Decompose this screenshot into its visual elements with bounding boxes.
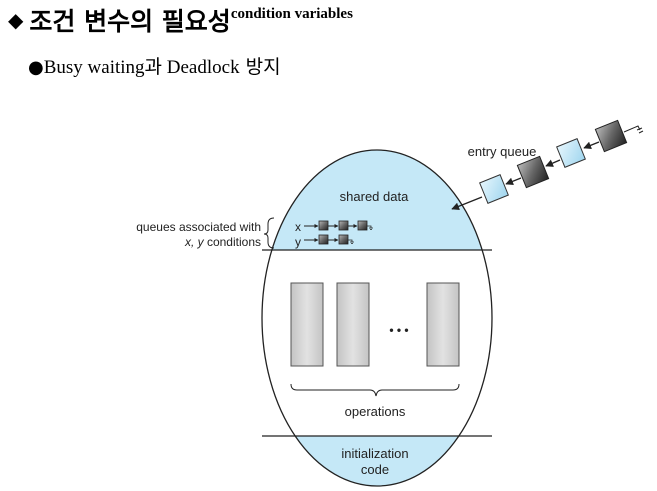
queue-y-node-2: [338, 234, 349, 245]
slide-title: ◆조건 변수의 필요성condition variables: [8, 2, 353, 38]
bullet-text-busy-waiting: Busy waiting: [43, 57, 145, 78]
entry-arrow-into-monitor: [451, 196, 483, 211]
queue-x-null-icon: [367, 225, 373, 230]
queues-label-line2: x, y conditions: [184, 235, 261, 249]
bullet-text-deadlock: Deadlock: [162, 57, 240, 78]
queues-label-line1: queues associated with: [136, 220, 261, 234]
operations-label: operations: [345, 404, 406, 419]
operation-box-1: [290, 282, 324, 367]
monitor-outline: [261, 149, 493, 487]
queues-label-vars: x, y: [184, 235, 205, 249]
entry-node-1: [479, 174, 509, 204]
round-bullet-icon: ●: [28, 57, 44, 78]
entry-node-2: [516, 155, 550, 189]
bullet-point: ●Busy waiting과 Deadlock 방지: [28, 52, 281, 79]
queue-x-node-1: [318, 220, 329, 231]
title-main-text: 조건 변수의 필요성: [29, 7, 231, 36]
title-subtitle: condition variables: [230, 6, 353, 22]
operations-brace: [290, 383, 460, 397]
operation-box-3: [426, 282, 460, 367]
entry-queue: [451, 119, 644, 211]
operation-box-2: [336, 282, 370, 367]
entry-node-4: [594, 119, 628, 153]
bullet-text-and: 과: [144, 56, 163, 78]
operations-ellipsis: • • •: [389, 323, 408, 337]
entry-arrow-3: [583, 141, 600, 150]
shared-data-label: shared data: [340, 189, 409, 204]
queue-x-label: x: [295, 220, 301, 234]
init-label-line2: code: [361, 462, 389, 477]
condition-queue-x: [304, 220, 373, 231]
entry-node-3: [556, 138, 586, 168]
queue-y-node-1: [318, 234, 329, 245]
condition-queue-y: [304, 234, 354, 245]
bullet-text-prevention: 방지: [239, 56, 281, 78]
diamond-bullet-icon: ◆: [8, 8, 24, 32]
entry-arrow-2: [545, 159, 561, 167]
queue-y-null-icon: [348, 239, 354, 244]
entry-queue-label: entry queue: [468, 144, 537, 159]
queue-x-node-3: [357, 220, 368, 231]
entry-arrow-1: [505, 177, 522, 186]
queue-x-node-2: [338, 220, 349, 231]
queue-y-label: y: [295, 235, 301, 249]
queues-brace: [263, 217, 275, 249]
entry-null-icon: [623, 125, 644, 134]
queues-label-rest: conditions: [204, 235, 261, 249]
init-label-line1: initialization: [341, 446, 408, 461]
